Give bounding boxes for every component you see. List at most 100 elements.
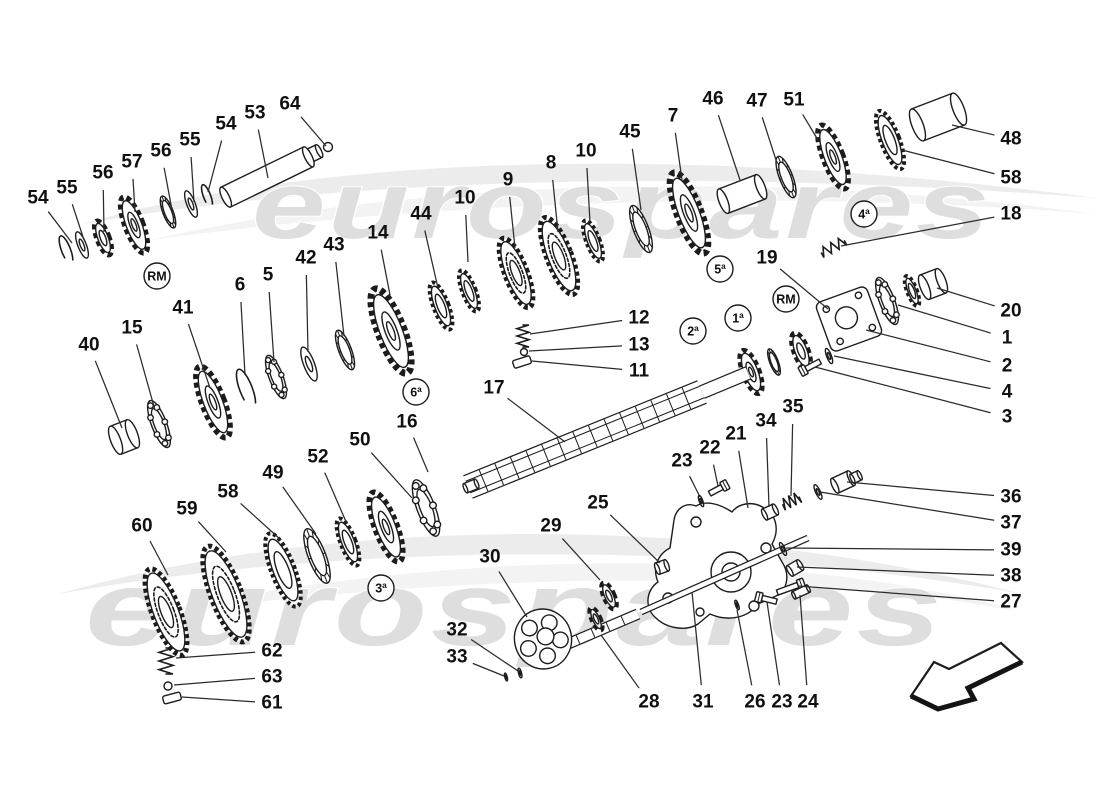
callout-47[interactable]: 47 — [746, 91, 767, 112]
journal-46 — [716, 173, 768, 215]
callout-32[interactable]: 32 — [446, 620, 467, 641]
callout-14[interactable]: 14 — [367, 223, 389, 244]
washer-42 — [300, 346, 318, 382]
callout-38[interactable]: 38 — [1000, 566, 1021, 587]
callout-43[interactable]: 43 — [323, 235, 344, 256]
pump-cover-30 — [513, 608, 573, 670]
callout-46[interactable]: 46 — [702, 89, 723, 110]
callout-15[interactable]: 15 — [121, 318, 143, 339]
callout-26[interactable]: 26 — [744, 692, 765, 713]
callout-50[interactable]: 50 — [349, 430, 370, 451]
callout-24[interactable]: 24 — [797, 692, 819, 713]
position-badge-2ª: 2ª — [679, 317, 707, 345]
bearing-5 — [264, 354, 288, 400]
callout-29[interactable]: 29 — [540, 516, 561, 537]
badge-label: 2ª — [687, 325, 699, 339]
callout-19[interactable]: 19 — [756, 248, 777, 269]
callout-42[interactable]: 42 — [295, 248, 316, 269]
callout-59[interactable]: 59 — [176, 499, 197, 520]
callout-25[interactable]: 25 — [587, 493, 609, 514]
callout-55[interactable]: 55 — [56, 178, 78, 199]
leader-line-33 — [472, 662, 505, 677]
callout-48[interactable]: 48 — [1000, 129, 1021, 150]
badge-label: 3ª — [375, 582, 387, 596]
callout-53[interactable]: 53 — [244, 103, 265, 124]
callout-45[interactable]: 45 — [619, 122, 641, 143]
leader-line-8 — [552, 179, 559, 233]
leader-line-11 — [531, 360, 623, 371]
callout-5[interactable]: 5 — [263, 265, 274, 286]
leader-line-56 — [163, 167, 173, 211]
callout-39[interactable]: 39 — [1000, 540, 1021, 561]
callout-61[interactable]: 61 — [261, 693, 283, 714]
callout-52[interactable]: 52 — [307, 447, 328, 468]
callout-35[interactable]: 35 — [782, 397, 804, 418]
sleeve-8 — [537, 214, 581, 298]
callout-2[interactable]: 2 — [1002, 356, 1013, 377]
callout-33[interactable]: 33 — [446, 647, 467, 668]
callout-13[interactable]: 13 — [628, 335, 649, 356]
gear-41 — [193, 363, 233, 441]
callout-23[interactable]: 23 — [771, 692, 792, 713]
circlip-54 — [58, 235, 74, 265]
callout-60[interactable]: 60 — [131, 516, 152, 537]
badge-label: RM — [776, 293, 795, 307]
callout-31[interactable]: 31 — [692, 692, 714, 713]
leader-line-12 — [529, 319, 623, 335]
leader-line-55 — [190, 156, 195, 203]
callout-41[interactable]: 41 — [172, 298, 194, 319]
pinion-56 — [91, 218, 115, 258]
callout-21[interactable]: 21 — [725, 424, 747, 445]
callout-18[interactable]: 18 — [1000, 204, 1021, 225]
leader-line-31 — [691, 591, 702, 686]
callout-30[interactable]: 30 — [479, 547, 500, 568]
callout-56[interactable]: 56 — [150, 141, 171, 162]
callout-44[interactable]: 44 — [410, 204, 432, 225]
exploded-parts-layer — [58, 92, 968, 705]
callout-20[interactable]: 20 — [1000, 301, 1021, 322]
callout-22[interactable]: 22 — [699, 438, 720, 459]
leader-line-47 — [761, 116, 777, 161]
callout-9[interactable]: 9 — [503, 170, 514, 191]
callout-3[interactable]: 3 — [1002, 407, 1013, 428]
callout-10[interactable]: 10 — [454, 188, 475, 209]
callout-57[interactable]: 57 — [121, 152, 142, 173]
callout-37[interactable]: 37 — [1000, 513, 1021, 534]
callout-40[interactable]: 40 — [78, 335, 99, 356]
callout-6[interactable]: 6 — [235, 275, 246, 296]
position-badge-1ª: 1ª — [724, 304, 752, 332]
badge-label: RM — [147, 270, 166, 284]
callout-7[interactable]: 7 — [668, 106, 679, 127]
callout-10[interactable]: 10 — [575, 141, 596, 162]
leader-line-45 — [631, 148, 642, 211]
leader-line-18 — [840, 216, 995, 247]
leader-line-32 — [470, 638, 519, 672]
callout-16[interactable]: 16 — [396, 412, 417, 433]
callout-34[interactable]: 34 — [755, 411, 777, 432]
callout-62[interactable]: 62 — [261, 641, 282, 662]
callout-8[interactable]: 8 — [546, 153, 557, 174]
cage-49 — [303, 528, 331, 584]
cage-1a — [766, 348, 782, 376]
callout-63[interactable]: 63 — [261, 667, 282, 688]
callout-56[interactable]: 56 — [92, 163, 113, 184]
callout-54[interactable]: 54 — [215, 114, 237, 135]
washer-55b — [183, 190, 199, 218]
callout-54[interactable]: 54 — [27, 188, 49, 209]
callout-55[interactable]: 55 — [179, 130, 201, 151]
callout-11[interactable]: 11 — [629, 361, 650, 382]
callout-58[interactable]: 58 — [1000, 168, 1021, 189]
callout-49[interactable]: 49 — [262, 463, 283, 484]
callout-27[interactable]: 27 — [1000, 592, 1021, 613]
callout-4[interactable]: 4 — [1002, 382, 1013, 403]
callout-64[interactable]: 64 — [279, 94, 301, 115]
callout-58[interactable]: 58 — [217, 482, 238, 503]
callout-36[interactable]: 36 — [1000, 487, 1021, 508]
callout-51[interactable]: 51 — [783, 90, 805, 111]
callout-23[interactable]: 23 — [671, 451, 692, 472]
callout-28[interactable]: 28 — [638, 692, 659, 713]
callout-12[interactable]: 12 — [628, 308, 649, 329]
callout-1[interactable]: 1 — [1002, 328, 1013, 349]
callout-17[interactable]: 17 — [483, 378, 504, 399]
